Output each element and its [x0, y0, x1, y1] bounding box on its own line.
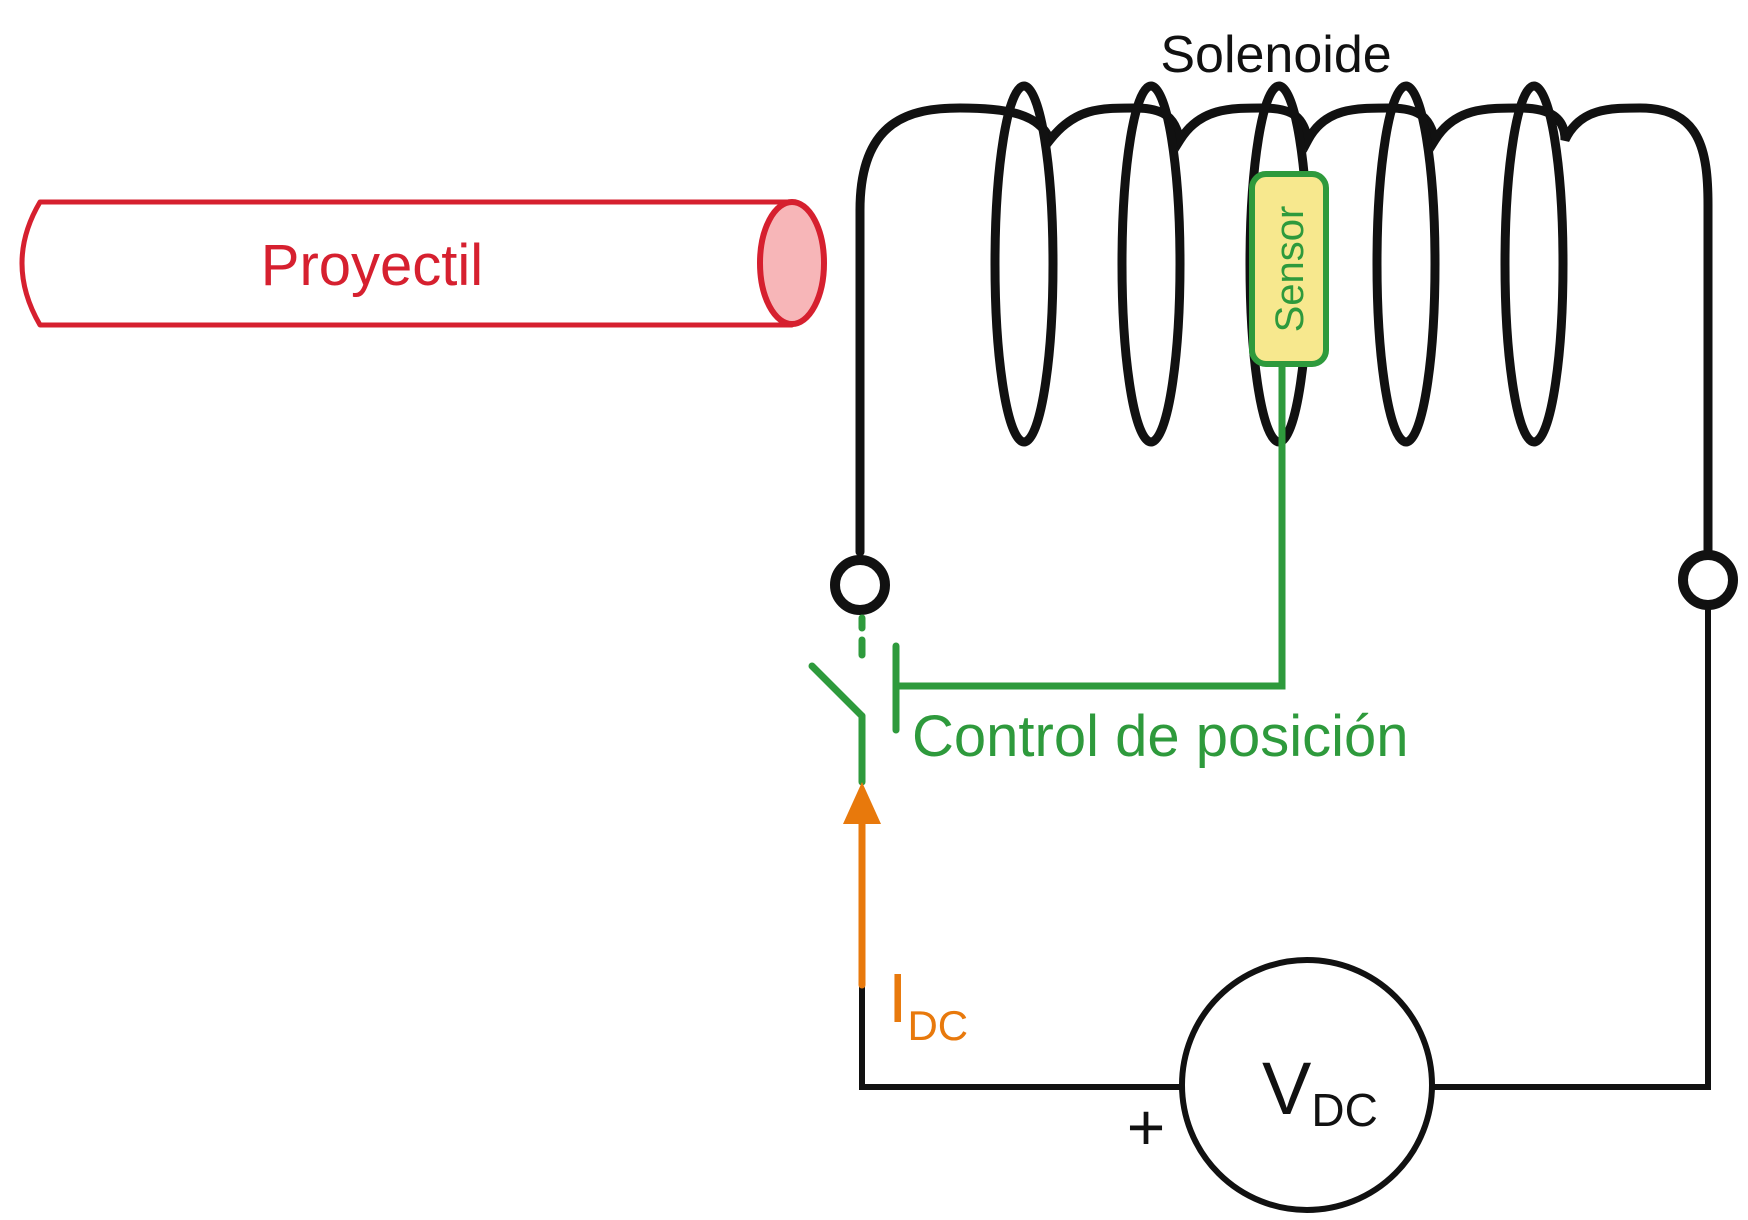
coil-loop-4 [1372, 81, 1440, 447]
right-wire [1430, 607, 1711, 1090]
projectile-body [19, 199, 795, 328]
source-circle [1179, 957, 1435, 1213]
left-terminal [830, 555, 890, 615]
current-label: IDC [888, 959, 968, 1049]
solenoid-label: Solenoide [1160, 26, 1391, 84]
coil-loop-2 [1117, 81, 1185, 447]
switch-blade [808, 662, 866, 720]
sensor-wire [892, 358, 1286, 690]
projectile-label: Proyectil [261, 233, 483, 298]
coil-loop-1 [990, 81, 1058, 447]
projectile-end-cap [757, 199, 827, 327]
current-subscript: DC [907, 1002, 968, 1049]
right-terminal [1678, 550, 1738, 610]
projectile: Proyectil [19, 199, 827, 328]
voltage-label: VDC [1262, 1047, 1378, 1136]
polarity-plus: + [1127, 1090, 1166, 1164]
dc-loop-wires [859, 607, 1711, 1090]
sensor-label: Sensor [1268, 206, 1312, 333]
current-arrow [843, 782, 881, 989]
dc-voltage-source: VDC [1179, 957, 1435, 1213]
current-arrow-head [843, 782, 881, 824]
solenoid-coil [855, 81, 1713, 557]
coil-top-arches [855, 103, 1713, 557]
position-control-label: Control de posición [912, 704, 1409, 769]
coil-loop-5 [1500, 81, 1568, 447]
left-bottom-wire [859, 982, 1185, 1090]
sensor-box [1249, 171, 1329, 367]
position-sensor: Sensor [1249, 171, 1329, 367]
position-switch [808, 358, 1286, 786]
voltage-subscript: DC [1311, 1084, 1377, 1136]
